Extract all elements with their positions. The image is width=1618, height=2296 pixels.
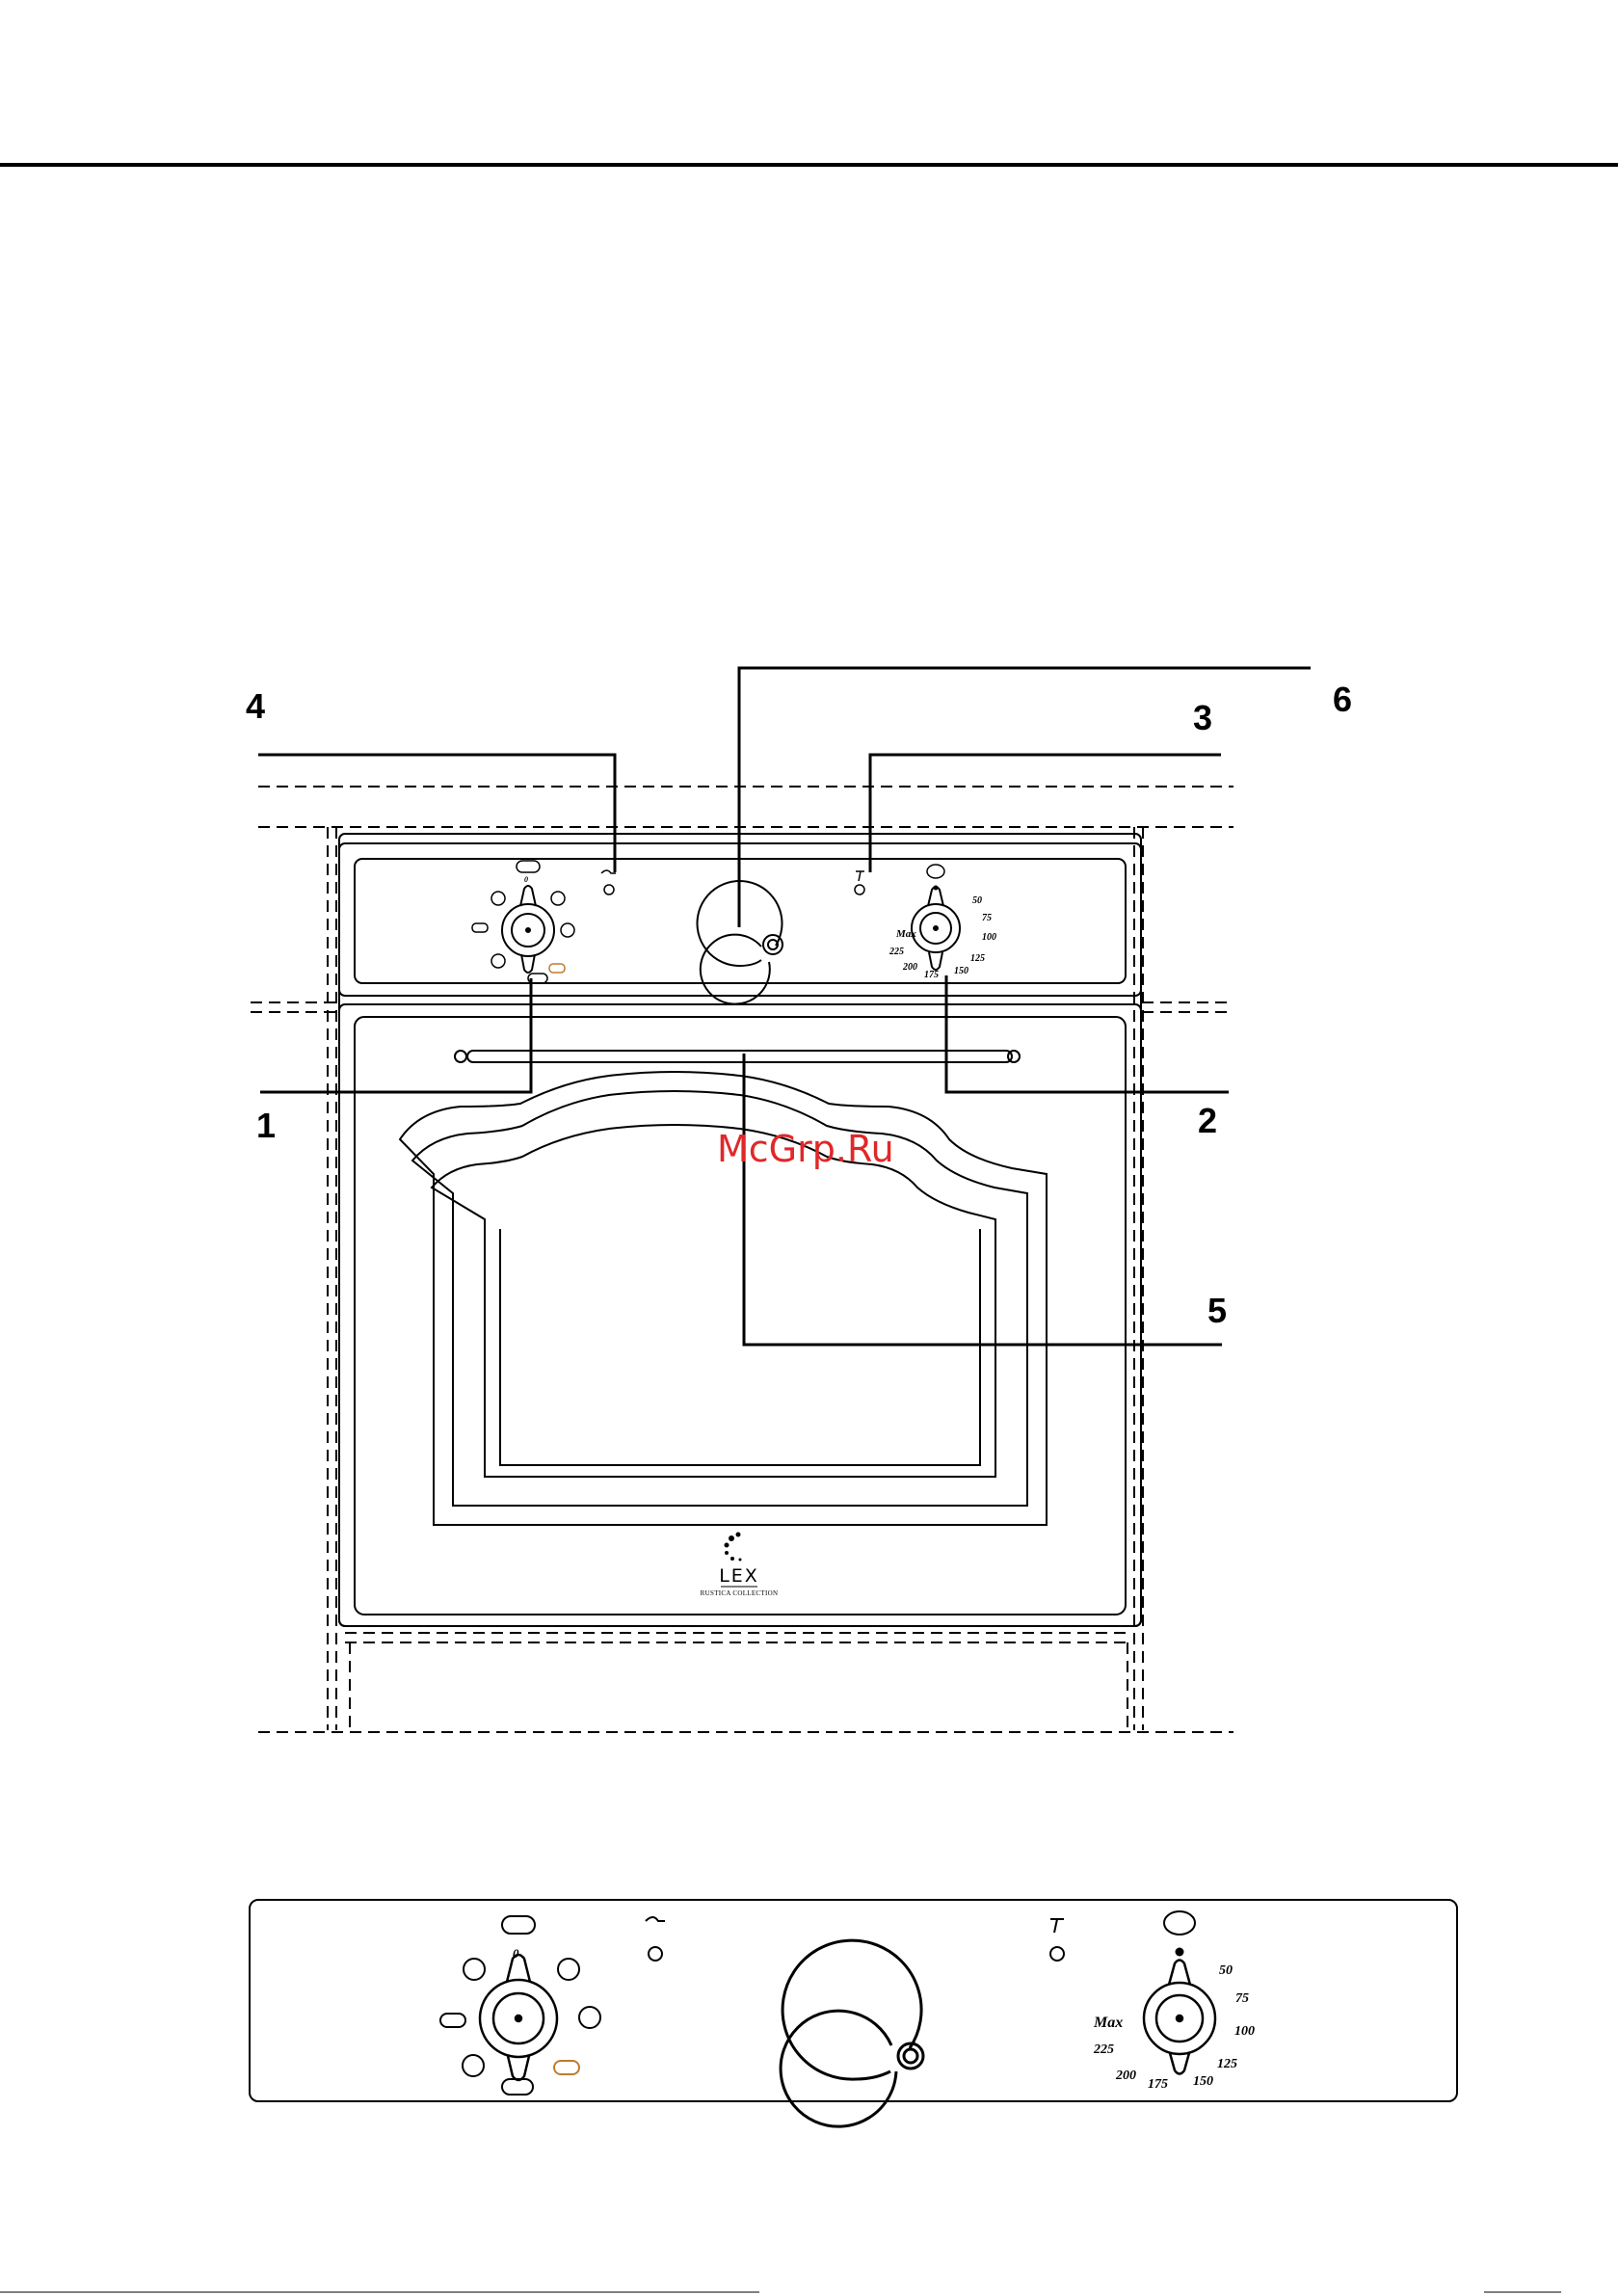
detail-scale-75: 75 bbox=[1235, 1991, 1249, 2006]
detail-scale-max: Max bbox=[1093, 2015, 1123, 2031]
scale-125: 125 bbox=[970, 953, 985, 964]
leader-6 bbox=[739, 668, 1311, 927]
scale-225: 225 bbox=[889, 947, 904, 957]
door-glass-window-inner bbox=[500, 1229, 980, 1465]
detail-scale-225: 225 bbox=[1093, 2042, 1114, 2057]
detail-scale-50: 50 bbox=[1219, 1963, 1233, 1978]
detail-timer-knob-icon[interactable] bbox=[781, 1940, 923, 2126]
leader-4 bbox=[258, 755, 615, 872]
handle-mount-left bbox=[455, 1051, 466, 1062]
brand-logo: LEX RUSTICA COLLECTION bbox=[701, 1533, 779, 1598]
door-glass-window bbox=[432, 1125, 995, 1477]
watermark: McGrp.Ru bbox=[717, 1128, 894, 1170]
detail-function-knob[interactable] bbox=[480, 1955, 557, 2080]
scale-75: 75 bbox=[982, 913, 992, 923]
detail-scale-175: 175 bbox=[1148, 2077, 1168, 2092]
scale-100: 100 bbox=[982, 932, 996, 943]
callout-2: 2 bbox=[1198, 1101, 1217, 1140]
function-zero-label: 0 bbox=[524, 875, 528, 884]
callout-1: 1 bbox=[256, 1106, 276, 1145]
brand-name: LEX bbox=[719, 1565, 759, 1587]
leader-3 bbox=[870, 755, 1221, 872]
scale-50: 50 bbox=[972, 895, 982, 906]
handle-mount-right bbox=[1008, 1051, 1020, 1062]
leader-2 bbox=[946, 975, 1229, 1092]
callout-6: 6 bbox=[1333, 680, 1352, 719]
detail-function-zero-label: 0 bbox=[513, 1946, 519, 1961]
callout-5: 5 bbox=[1207, 1291, 1227, 1330]
detail-thermostat-knob[interactable] bbox=[1144, 1911, 1215, 2074]
detail-scale-100: 100 bbox=[1234, 2024, 1255, 2039]
oven-body bbox=[339, 834, 1141, 1626]
scale-150: 150 bbox=[954, 966, 968, 976]
callout-4: 4 bbox=[246, 686, 265, 726]
control-panel-detail bbox=[250, 1900, 1457, 2126]
thermostat-indicator-icon bbox=[855, 871, 864, 894]
detail-power-indicator-icon bbox=[646, 1917, 665, 1961]
logo-mark bbox=[725, 1533, 742, 1562]
power-indicator-icon bbox=[601, 870, 616, 894]
callout-3: 3 bbox=[1193, 698, 1212, 737]
detail-panel-frame bbox=[250, 1900, 1457, 2101]
scale-200: 200 bbox=[902, 962, 917, 973]
leader-lines bbox=[258, 668, 1311, 1345]
detail-scale-200: 200 bbox=[1115, 2069, 1136, 2083]
scale-175: 175 bbox=[924, 970, 939, 980]
brand-collection: RUSTICA COLLECTION bbox=[701, 1589, 779, 1597]
scale-max: Max bbox=[895, 928, 916, 940]
thermostat-knob[interactable] bbox=[912, 865, 960, 970]
detail-function-symbols bbox=[440, 1916, 600, 2095]
detail-scale-125: 125 bbox=[1217, 2057, 1237, 2071]
detail-scale-150: 150 bbox=[1193, 2074, 1213, 2089]
door-handle bbox=[467, 1051, 1012, 1062]
function-knob[interactable] bbox=[502, 886, 554, 973]
detail-thermostat-indicator-icon bbox=[1050, 1919, 1064, 1961]
thermostat-scale: Max 50 75 100 125 150 175 200 225 bbox=[889, 895, 996, 980]
oven-door bbox=[339, 1004, 1141, 1626]
